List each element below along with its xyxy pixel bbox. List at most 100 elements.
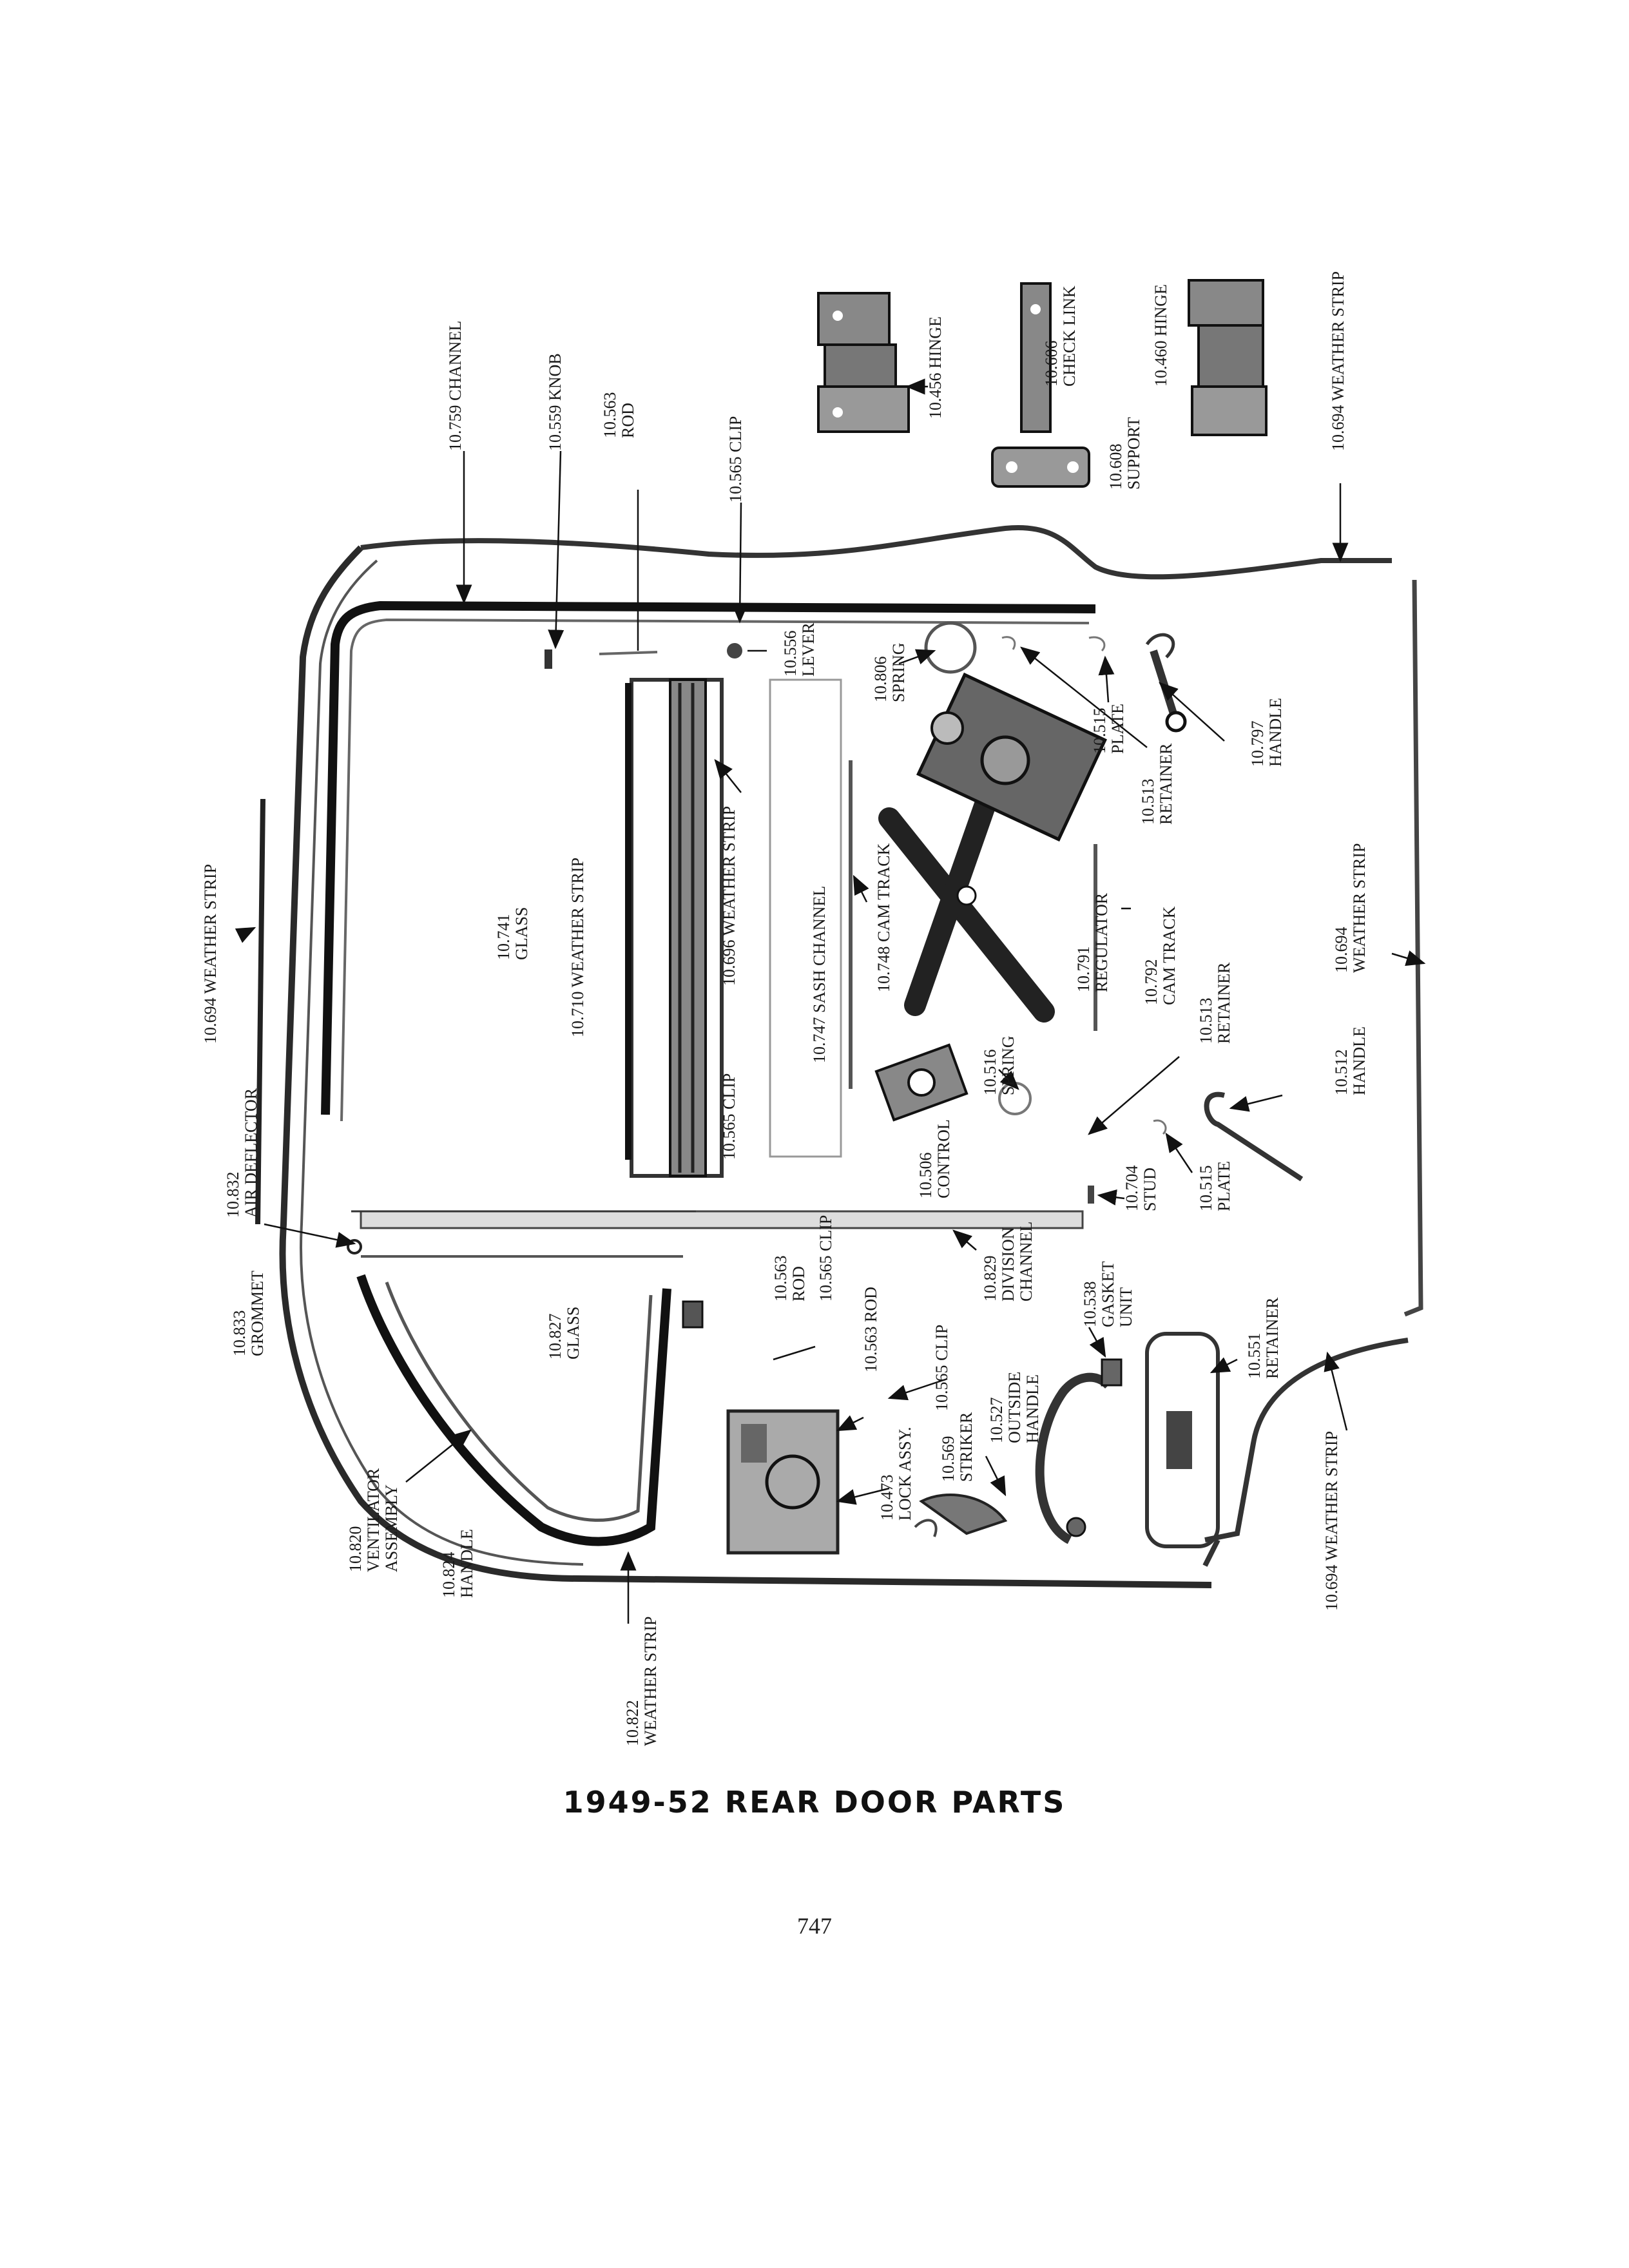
weatherstrip-696 bbox=[669, 678, 707, 1177]
division-channel-829 bbox=[360, 1210, 1084, 1229]
label-line: 10.460 HINGE bbox=[1152, 284, 1170, 387]
label-glass-741: 10.741GLASS bbox=[494, 907, 531, 960]
label-glass-827: 10.827GLASS bbox=[546, 1307, 583, 1360]
plate-515-top bbox=[1088, 636, 1106, 652]
label-line: 10.551 bbox=[1245, 1333, 1264, 1379]
label-line: 10.748 CAM TRACK bbox=[874, 843, 893, 992]
label-weatherstrip-822: 10.822WEATHER STRIP bbox=[623, 1617, 660, 1747]
page-title: 1949-52 REAR DOOR PARTS bbox=[563, 1785, 1066, 1820]
door-outer-outline-inner bbox=[300, 559, 584, 1566]
handle-797 bbox=[1145, 633, 1187, 733]
label-line: 10.827 bbox=[546, 1314, 564, 1360]
label-weatherstrip-710: 10.710 WEATHER STRIP bbox=[568, 858, 587, 1037]
label-line: RETAINER bbox=[1263, 1297, 1282, 1379]
door-bottom-right-curve bbox=[1204, 1338, 1409, 1542]
label-line: 10.556 bbox=[781, 631, 800, 677]
label-line: SPRING bbox=[999, 1036, 1017, 1095]
label-weatherstrip-694-right: 10.694WEATHER STRIP bbox=[1332, 843, 1369, 974]
label-air-deflector-832: 10.832AIR DEFLECTOR bbox=[224, 1088, 260, 1218]
label-line: SUPPORT bbox=[1124, 417, 1143, 490]
label-rod-563-low: 10.563ROD bbox=[771, 1256, 808, 1302]
label-line: CHANNEL bbox=[1017, 1222, 1036, 1302]
label-line: 10.608 bbox=[1106, 444, 1125, 490]
label-line: CAM TRACK bbox=[1160, 906, 1179, 1005]
label-clip-565-top: 10.565 CLIP bbox=[726, 416, 745, 503]
label-line: AIR DEFLECTOR bbox=[242, 1088, 260, 1218]
label-line: 10.741 bbox=[494, 914, 513, 961]
label-weatherstrip-696: 10.696 WEATHER STRIP bbox=[720, 806, 738, 986]
outside-handle-527 bbox=[1035, 1358, 1123, 1544]
label-line: 10.791 bbox=[1074, 947, 1093, 993]
label-line: PLATE bbox=[1215, 1161, 1233, 1211]
label-line: 10.515 bbox=[1090, 708, 1109, 754]
label-line: 10.512 bbox=[1332, 1050, 1351, 1096]
label-line: HANDLE bbox=[1023, 1374, 1042, 1443]
striker-569 bbox=[919, 1494, 1008, 1535]
label-line: 10.513 bbox=[1197, 998, 1215, 1044]
rod-563-top bbox=[599, 651, 658, 655]
handle-512 bbox=[1204, 1091, 1304, 1182]
label-line: STRIKER bbox=[957, 1412, 976, 1482]
label-line: 10.473 bbox=[878, 1475, 896, 1521]
label-line: 10.527 bbox=[987, 1398, 1006, 1444]
label-plate-515-mid: 10.515PLATE bbox=[1197, 1161, 1233, 1211]
label-lock-assembly-473: 10.473LOCK ASSY. bbox=[878, 1427, 914, 1521]
label-line: GROMMET bbox=[248, 1271, 267, 1356]
weatherstrip-694-left bbox=[255, 798, 265, 1225]
label-rod-563-top: 10.563ROD bbox=[601, 392, 637, 439]
label-line: 10.696 WEATHER STRIP bbox=[720, 806, 738, 986]
sash-channel-747 bbox=[769, 678, 842, 1158]
label-line: SPRING bbox=[889, 643, 908, 702]
label-regulator-791: 10.791REGULATOR bbox=[1074, 892, 1111, 992]
label-line: STUD bbox=[1141, 1168, 1159, 1211]
support-608 bbox=[991, 447, 1090, 488]
label-line: ROD bbox=[789, 1266, 808, 1302]
label-rod-563-low2: 10.563 ROD bbox=[862, 1287, 880, 1372]
label-line: 10.565 CLIP bbox=[720, 1073, 738, 1160]
label-line: HANDLE bbox=[1350, 1026, 1369, 1095]
check-link-606 bbox=[1020, 282, 1052, 433]
label-line: 10.565 CLIP bbox=[726, 416, 745, 503]
lever-556 bbox=[727, 643, 742, 658]
label-line: 10.606 bbox=[1042, 341, 1061, 387]
label-line: 10.792 bbox=[1142, 959, 1161, 1006]
label-weatherstrip-694-left: 10.694 WEATHER STRIP bbox=[201, 864, 220, 1044]
label-retainer-551: 10.551RETAINER bbox=[1245, 1297, 1282, 1379]
label-line: HANDLE bbox=[1266, 698, 1285, 767]
label-clip-565-low: 10.565 CLIP bbox=[816, 1215, 835, 1302]
label-line: 10.565 CLIP bbox=[932, 1325, 951, 1411]
label-cam-track-792: 10.792CAM TRACK bbox=[1142, 906, 1179, 1005]
label-cam-track-748: 10.748 CAM TRACK bbox=[874, 843, 893, 992]
label-clip-565-low2: 10.565 CLIP bbox=[932, 1325, 951, 1411]
label-clip-565-mid: 10.565 CLIP bbox=[720, 1073, 738, 1160]
label-line: OUTSIDE bbox=[1005, 1372, 1024, 1443]
label-line: 10.704 bbox=[1123, 1166, 1141, 1212]
retainer-513-top bbox=[1001, 636, 1016, 650]
page-number: 747 bbox=[797, 1913, 832, 1939]
plate-515-mid bbox=[1153, 1119, 1167, 1135]
label-retainer-513-mid: 10.513RETAINER bbox=[1197, 962, 1233, 1044]
label-line: LOCK ASSY. bbox=[896, 1427, 914, 1521]
label-line: 10.822 bbox=[623, 1700, 642, 1747]
control-506 bbox=[874, 1043, 969, 1122]
spring-806 bbox=[924, 621, 977, 674]
hinge-456 bbox=[817, 292, 910, 433]
label-division-channel-829: 10.829DIVISIONCHANNEL bbox=[981, 1222, 1036, 1302]
label-line: ROD bbox=[619, 403, 637, 438]
label-line: RETAINER bbox=[1157, 743, 1175, 825]
label-line: GLASS bbox=[512, 907, 531, 960]
label-line: 10.565 CLIP bbox=[816, 1215, 835, 1302]
label-line: 10.833 bbox=[230, 1311, 249, 1357]
label-line: GASKET bbox=[1099, 1261, 1117, 1327]
label-line: CHECK LINK bbox=[1060, 285, 1079, 387]
leader-lines bbox=[235, 378, 1426, 1624]
ventilator-assembly-820 bbox=[356, 1274, 671, 1546]
stud-704 bbox=[1088, 1186, 1094, 1204]
lock-assembly-473 bbox=[726, 1409, 840, 1555]
label-line: WEATHER STRIP bbox=[641, 1617, 660, 1747]
label-striker-569: 10.569STRIKER bbox=[939, 1412, 976, 1482]
channel-759 bbox=[321, 601, 1096, 1115]
label-line: 10.829 bbox=[981, 1256, 999, 1302]
